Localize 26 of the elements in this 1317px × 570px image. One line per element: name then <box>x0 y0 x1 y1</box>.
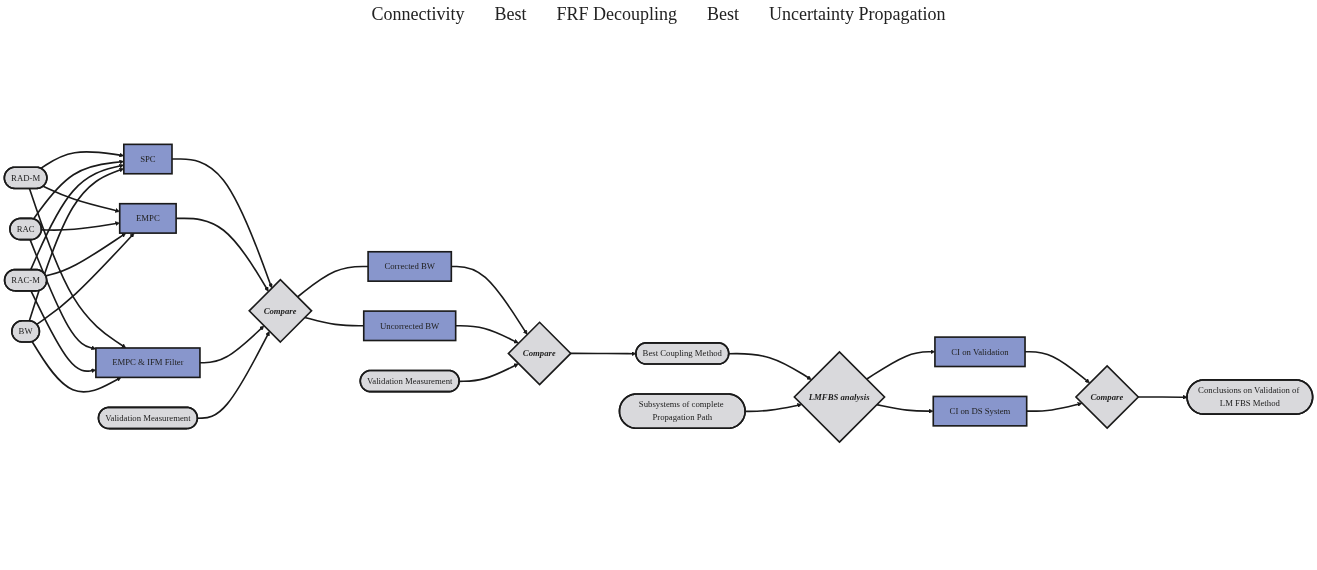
node-diamond: Compare <box>1074 364 1140 430</box>
node-box: CI on Validation <box>934 336 1026 368</box>
annotation-text: Uncertainty Propagation <box>769 4 946 25</box>
annotation-text: Best <box>494 4 527 25</box>
node-diamond: Compare <box>248 278 313 343</box>
connector <box>296 265 369 298</box>
node-box: EMPC <box>118 202 177 234</box>
annotation-text: Connectivity <box>371 4 465 25</box>
arrow <box>45 232 127 277</box>
arrow <box>42 185 120 213</box>
node-box: Corrected BW <box>367 250 453 282</box>
annotation-text: FRF Decoupling <box>556 4 678 25</box>
node-box: SPC <box>123 143 173 175</box>
arrow <box>31 340 122 393</box>
arrow <box>29 238 97 350</box>
arrow <box>1137 394 1188 400</box>
arrow <box>199 325 265 364</box>
arrow <box>28 187 127 348</box>
node-box: EMPC & IFM Filter <box>95 346 201 378</box>
node-box: Uncorrected BW <box>362 310 457 342</box>
node-box: CI on DS System <box>932 395 1028 427</box>
node-diamond: LMFBS analysis <box>793 350 886 443</box>
node-diamond: Compare <box>507 320 572 386</box>
annotation-text: Best <box>707 4 740 25</box>
arrow <box>28 167 125 322</box>
arrow <box>728 352 812 380</box>
